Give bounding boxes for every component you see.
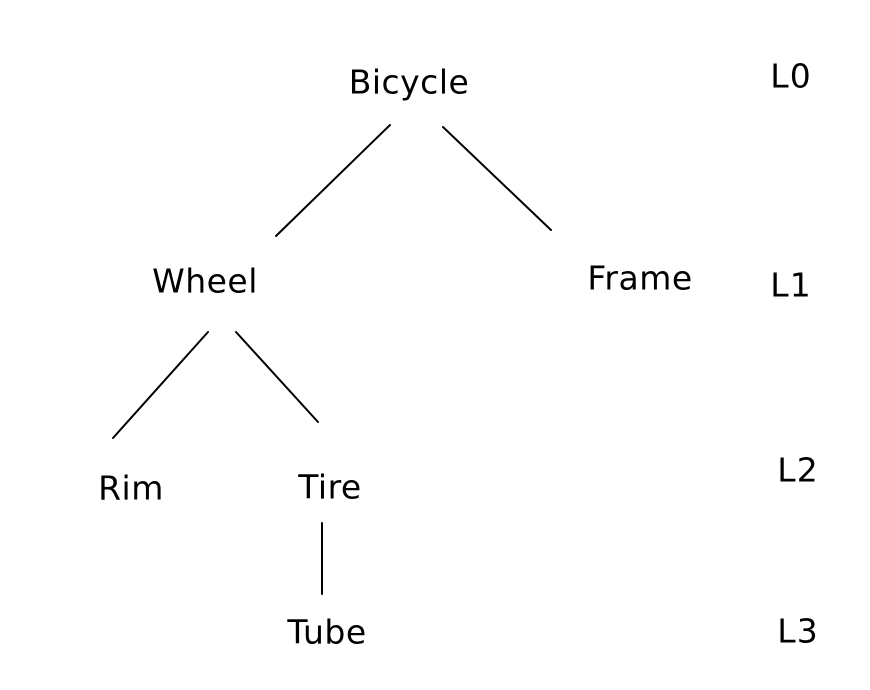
node-bicycle: Bicycle — [348, 62, 470, 102]
level-label-l2: L2 — [777, 450, 819, 490]
edge-wheel-tire — [235, 331, 319, 423]
edge-bicycle-frame — [442, 126, 552, 231]
edge-bicycle-wheel — [275, 124, 391, 237]
node-frame: Frame — [587, 258, 693, 298]
node-tire: Tire — [298, 467, 362, 507]
node-tube: Tube — [287, 612, 367, 652]
level-label-l0: L0 — [770, 56, 812, 96]
edge-wheel-rim — [112, 331, 209, 439]
node-rim: Rim — [98, 468, 164, 508]
level-label-l3: L3 — [777, 611, 819, 651]
node-wheel: Wheel — [152, 261, 258, 301]
level-label-l1: L1 — [770, 265, 812, 305]
